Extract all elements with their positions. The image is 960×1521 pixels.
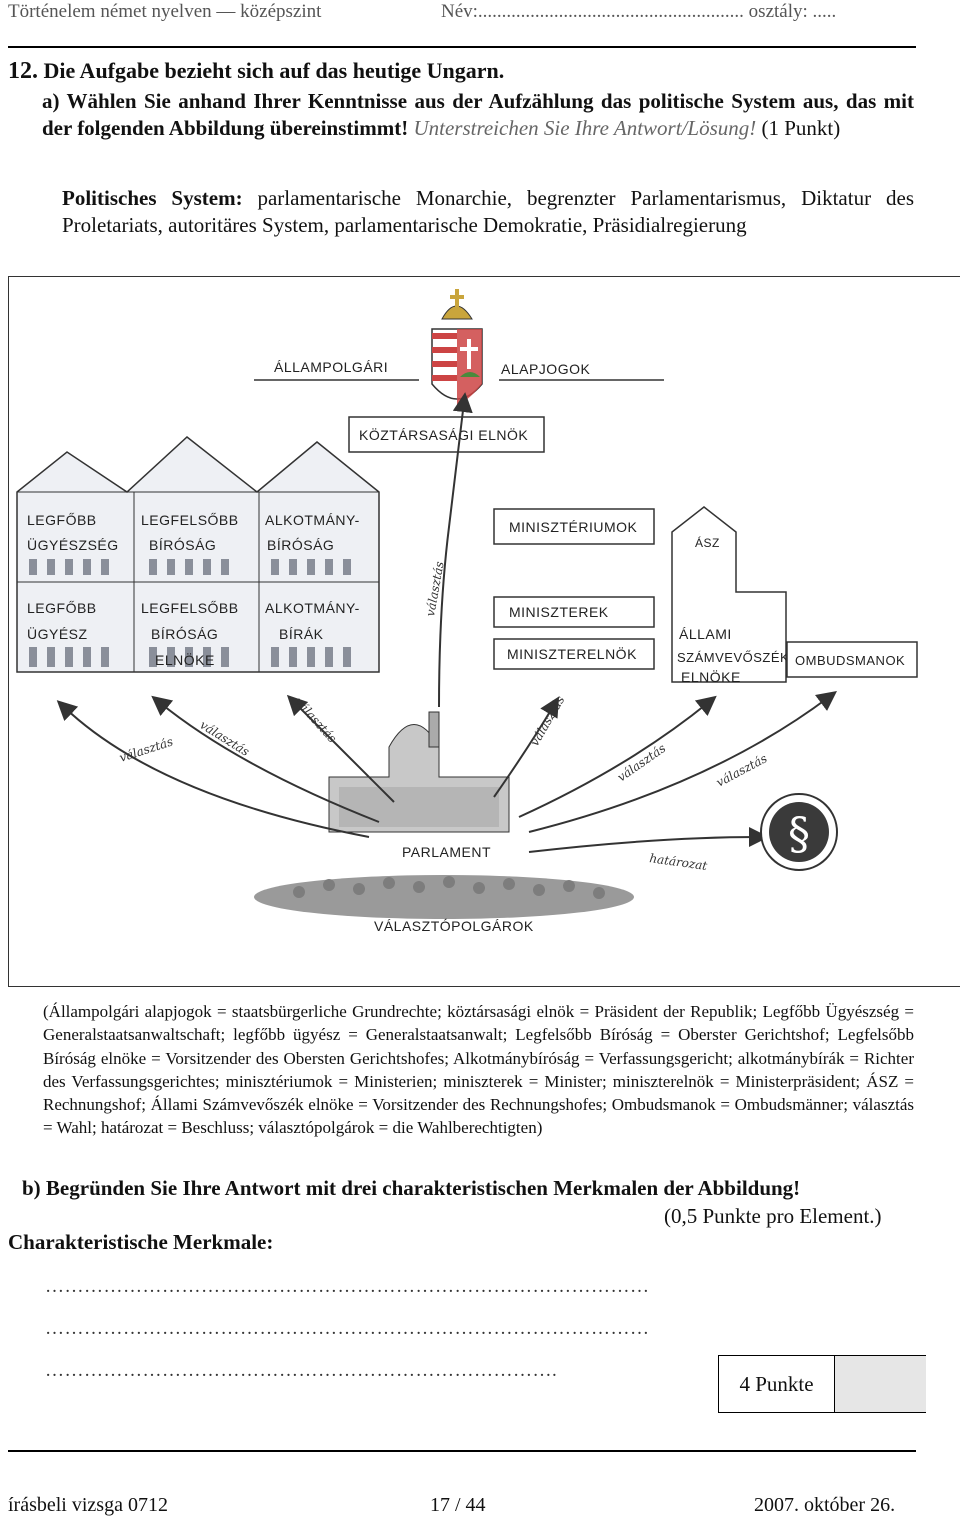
label-valasztas-2: választás	[197, 718, 252, 759]
merkmale-label: Charakteristische Merkmale:	[8, 1230, 274, 1254]
label-legfelsobb-elnoke-3: ELNÖKE	[155, 651, 215, 668]
task-title: 12. Die Aufgabe bezieht sich auf das heu…	[8, 58, 504, 85]
law-circle-inner	[769, 802, 829, 862]
score-field[interactable]	[834, 1356, 926, 1412]
label-valasztas-4: választás	[527, 693, 567, 748]
label-valasztas-6: választás	[714, 751, 770, 789]
label-hatarozat: határozat	[649, 851, 709, 873]
ombudsman-box	[786, 641, 918, 678]
question-a-points: (1 Punkt)	[761, 116, 841, 140]
label-president: KÖZTÁRSASÁGI ELNÖK	[359, 426, 528, 443]
label-legfelsobb-birosag-2: BÍRÓSÁG	[149, 537, 216, 553]
label-allami-1: ÁLLAMI	[679, 626, 732, 642]
score-box: 4 Punkte	[718, 1355, 926, 1413]
answer-line-1[interactable]: …………………………………………………………………………………	[45, 1276, 650, 1297]
page-header: Történelem német nyelven — középszint Né…	[8, 0, 920, 28]
options-list: parlamentarische Monarchie, begrenzter P…	[62, 186, 914, 237]
question-a-instruction: Unterstreichen Sie Ihre Antwort/Lösung!	[413, 116, 757, 140]
question-a: a) Wählen Sie anhand Ihrer Kenntnisse au…	[42, 88, 914, 142]
label-valasztas-3: választás	[292, 695, 340, 746]
political-system-diagram: ÁLLAMPOLGÁRI ALAPJOGOK KÖZTÁRSASÁGI ELNÖ…	[8, 276, 960, 987]
label-legfobb-ugyesz-2: ÜGYÉSZ	[27, 625, 88, 642]
task-title-text: Die Aufgabe bezieht sich auf das heutige…	[43, 58, 505, 83]
label-ombudsmanok: OMBUDSMANOK	[795, 653, 905, 668]
prime-minister-box	[493, 638, 655, 670]
question-a-text: a) Wählen Sie anhand Ihrer Kenntnisse au…	[42, 89, 914, 140]
options-label: Politisches System:	[62, 186, 243, 210]
label-allami-2: SZÁMVEVŐSZÉK	[677, 650, 789, 665]
audit-office-building	[671, 506, 787, 683]
answer-line-3[interactable]: …………………………………………………………………….	[45, 1360, 558, 1381]
label-allami-3: ELNÖKE	[681, 668, 741, 685]
label-alapjogok: ALAPJOGOK	[501, 361, 590, 377]
label-allampolgari: ÁLLAMPOLGÁRI	[274, 359, 388, 375]
label-legfelsobb-elnoke-1: LEGFELSŐBB	[141, 600, 239, 616]
task-number: 12.	[8, 58, 38, 84]
label-legfobb-ugyesz-1: LEGFŐBB	[27, 600, 97, 616]
header-rule	[8, 46, 916, 48]
footer-rule	[8, 1450, 916, 1452]
ministries-box	[493, 508, 655, 545]
label-alkotmanybirak-2: BÍRÁK	[279, 626, 324, 642]
question-b-points: (0,5 Punkte pro Element.)	[664, 1204, 882, 1228]
label-legfelsobb-birosag-1: LEGFELSŐBB	[141, 512, 239, 528]
footer-page: 17 / 44	[430, 1494, 486, 1516]
judiciary-buildings	[16, 436, 380, 673]
ministers-box	[493, 596, 655, 628]
label-miniszterelnok: MINISZTERELNÖK	[507, 645, 637, 662]
header-subject: Történelem német nyelven — középszint	[8, 1, 322, 22]
header-name-class: Név:....................................…	[441, 1, 837, 22]
label-miniszteriumok: MINISZTÉRIUMOK	[509, 519, 637, 535]
glossary: (Állampolgári alapjogok = staatsbürgerli…	[43, 1002, 914, 1138]
options: Politisches System: parlamentarische Mon…	[62, 185, 914, 239]
voters-crowd	[254, 875, 634, 919]
label-alkotmanybirosag-1: ALKOTMÁNY-	[265, 512, 360, 528]
label-valasztopolgarok: VÁLASZTÓPOLGÁROK	[374, 918, 534, 934]
label-parlament: PARLAMENT	[402, 844, 491, 860]
label-asz: ÁSZ	[695, 535, 720, 550]
parliament-building	[328, 711, 510, 833]
label-valasztas-1: választás	[118, 734, 175, 764]
label-alkotmanybirak-1: ALKOTMÁNY-	[265, 600, 360, 616]
president-box	[348, 416, 545, 453]
footer-date: 2007. október 26.	[754, 1494, 896, 1516]
label-alkotmanybirosag-2: BÍRÓSÁG	[267, 537, 334, 553]
label-legfobb-ugyeszseg-1: LEGFŐBB	[27, 512, 97, 528]
footer-exam: írásbeli vizsga 0712	[8, 1494, 168, 1516]
coat-of-arms-icon	[431, 289, 483, 406]
question-b: b) Begründen Sie Ihre Antwort mit drei c…	[22, 1176, 801, 1200]
score-label: 4 Punkte	[739, 1371, 814, 1396]
label-legfelsobb-elnoke-2: BÍRÓSÁG	[151, 626, 218, 642]
label-miniszterek: MINISZTEREK	[509, 604, 609, 620]
label-legfobb-ugyeszseg-2: ÜGYÉSZSÉG	[27, 536, 119, 553]
answer-line-2[interactable]: …………………………………………………………………………………	[45, 1318, 650, 1339]
paragraph-icon: §	[788, 809, 810, 860]
